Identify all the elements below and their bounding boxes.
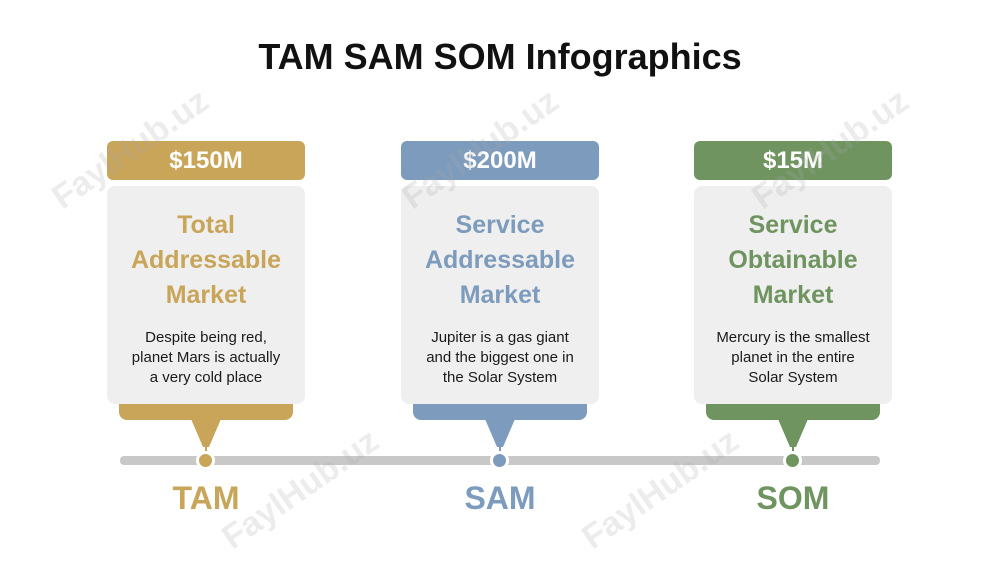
som-desc-line: Mercury is the smallest: [716, 329, 870, 346]
som-card-footer-bar: [706, 404, 880, 420]
tam-title-line: Market: [165, 281, 247, 309]
tam-timeline-dot: [196, 451, 215, 470]
tam-price-badge: $150M: [107, 141, 305, 180]
som-title-line: Obtainable: [728, 246, 858, 274]
tam-card: $150M Total Addressable Market Despite b…: [107, 141, 305, 471]
som-desc-line: Solar System: [748, 369, 838, 386]
som-title-line: Market: [752, 281, 834, 309]
som-card-description: Mercury is the smallest planet in the en…: [702, 328, 884, 388]
sam-title-line: Service: [455, 211, 545, 239]
tam-desc-line: a very cold place: [149, 369, 263, 386]
tam-card-body: Total Addressable Market Despite being r…: [107, 186, 305, 404]
tam-title-line: Addressable: [130, 246, 282, 274]
tam-card-title: Total Addressable Market: [107, 208, 305, 313]
tam-desc-line: Despite being red,: [145, 329, 267, 346]
som-card-title: Service Obtainable Market: [694, 208, 892, 313]
sam-desc-line: Jupiter is a gas giant: [431, 329, 569, 346]
sam-label: SAM: [464, 480, 536, 516]
tam-card-description: Despite being red, planet Mars is actual…: [115, 328, 297, 388]
sam-desc-line: the Solar System: [442, 369, 558, 386]
sam-title-line: Addressable: [424, 246, 576, 274]
tam-label: TAM: [172, 480, 240, 516]
som-price-badge: $15M: [694, 141, 892, 180]
som-label: SOM: [756, 480, 830, 516]
som-timeline-dot: [783, 451, 802, 470]
sam-card-title: Service Addressable Market: [401, 208, 599, 313]
sam-card-footer-bar: [413, 404, 587, 420]
som-card: $15M Service Obtainable Market Mercury i…: [694, 141, 892, 471]
som-card-body: Service Obtainable Market Mercury is the…: [694, 186, 892, 404]
sam-card-body: Service Addressable Market Jupiter is a …: [401, 186, 599, 404]
sam-timeline-dot: [490, 451, 509, 470]
tam-desc-line: planet Mars is actually: [131, 349, 281, 366]
page-title: TAM SAM SOM Infographics: [258, 36, 742, 77]
sam-desc-line: and the biggest one in: [426, 349, 574, 366]
sam-price-badge: $200M: [401, 141, 599, 180]
sam-title-line: Market: [459, 281, 541, 309]
tam-title-line: Total: [177, 211, 235, 239]
sam-card-description: Jupiter is a gas giant and the biggest o…: [409, 328, 591, 388]
som-title-line: Service: [748, 211, 838, 239]
sam-card: $200M Service Addressable Market Jupiter…: [401, 141, 599, 471]
tam-card-footer-bar: [119, 404, 293, 420]
som-desc-line: planet in the entire: [731, 349, 855, 366]
